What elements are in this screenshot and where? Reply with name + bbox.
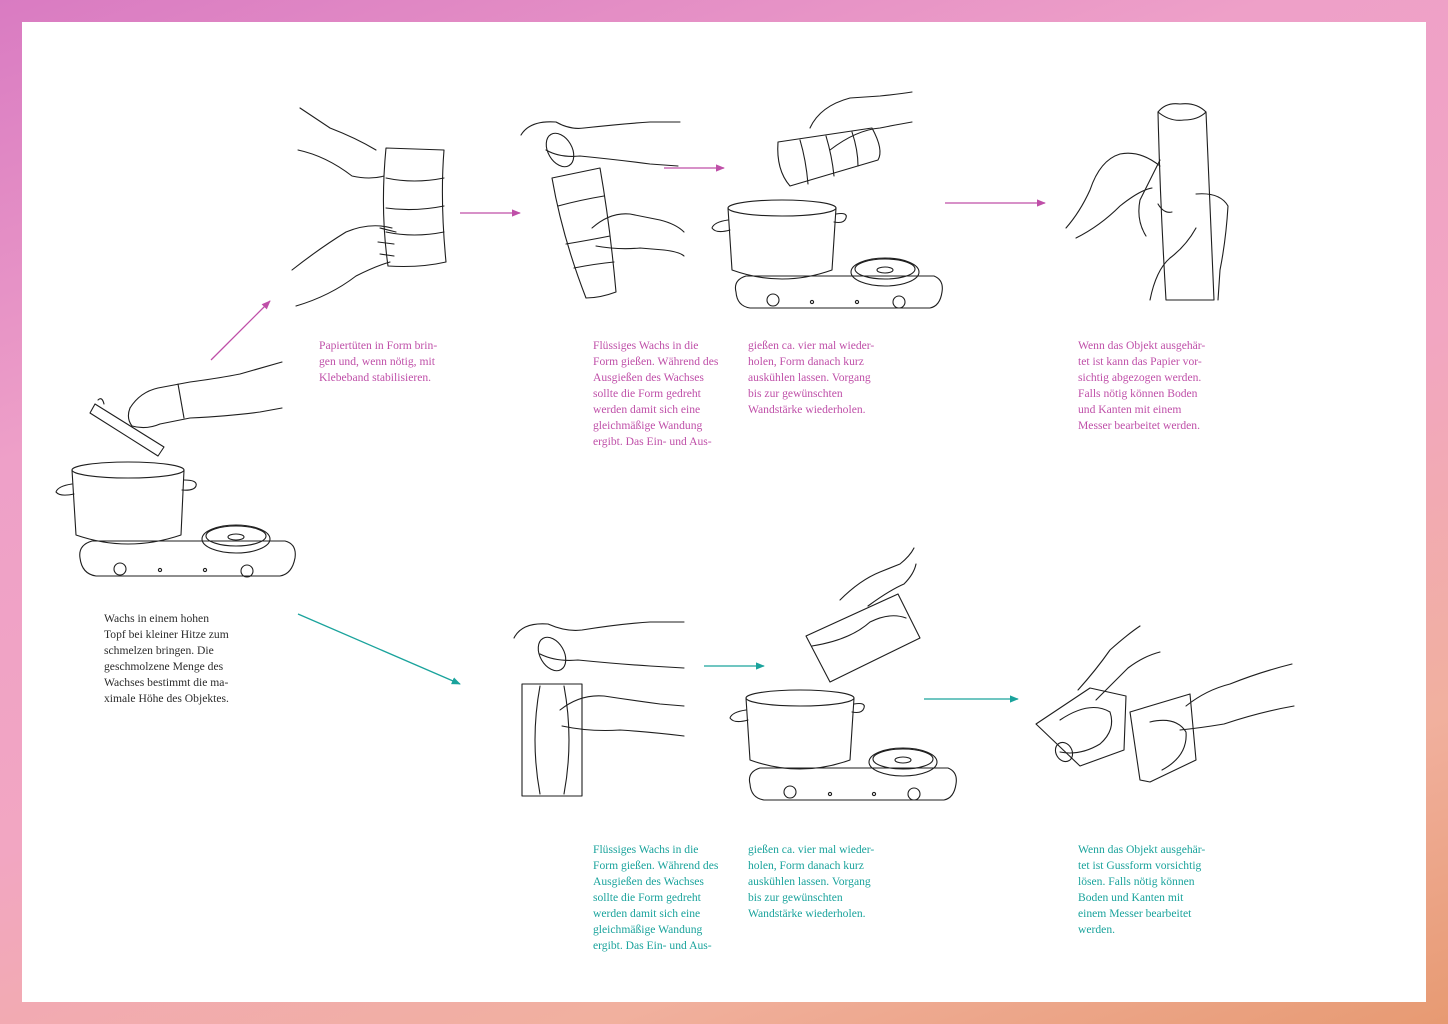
hands-peeling-paper-icon xyxy=(1066,104,1228,300)
text-line: Form gießen. Während des xyxy=(593,858,718,874)
text-line: Topf bei kleiner Hitze zum xyxy=(104,627,229,643)
text-line: Ausgießen des Wachses xyxy=(593,370,718,386)
text-line: Ausgießen des Wachses xyxy=(593,874,718,890)
text-line: einem Messer bearbeitet xyxy=(1078,906,1205,922)
text-line: gießen ca. vier mal wieder- xyxy=(748,842,874,858)
text-line: gleichmäßige Wandung xyxy=(593,922,718,938)
text-line: werden. xyxy=(1078,922,1205,938)
text-line: schmelzen bringen. Die xyxy=(104,643,229,659)
hands-pouring-wax-into-paper-mold-icon xyxy=(521,122,684,298)
text-line: ximale Höhe des Objektes. xyxy=(104,691,229,707)
text-line: Wenn das Objekt ausgehär- xyxy=(1078,842,1205,858)
text-line: bis zur gewünschten xyxy=(748,890,874,906)
text-line: Form gießen. Während des xyxy=(593,354,718,370)
text-line: Wandstärke wiederholen. xyxy=(748,402,874,418)
text-line: ergibt. Das Ein- und Aus- xyxy=(593,938,718,954)
top-step1-shape-paper-text: Papiertüten in Form brin- gen und, wenn … xyxy=(319,338,437,386)
text-line: Wachs in einem hohen xyxy=(104,611,229,627)
text-line: Falls nötig können Boden xyxy=(1078,386,1205,402)
text-line: auskühlen lassen. Vorgang xyxy=(748,370,874,386)
text-line: auskühlen lassen. Vorgang xyxy=(748,874,874,890)
text-line: Messer bearbeitet werden. xyxy=(1078,418,1205,434)
text-line: Wachses bestimmt die ma- xyxy=(104,675,229,691)
text-line: holen, Form danach kurz xyxy=(748,858,874,874)
text-line: gleichmäßige Wandung xyxy=(593,418,718,434)
bottom-step2-pour-text-part2: gießen ca. vier mal wieder- holen, Form … xyxy=(748,842,874,922)
text-line: ergibt. Das Ein- und Aus- xyxy=(593,434,718,450)
text-line: gen und, wenn nötig, mit xyxy=(319,354,437,370)
step-melt-wax-text: Wachs in einem hohen Topf bei kleiner Hi… xyxy=(104,611,229,707)
text-line: und Kanten mit einem xyxy=(1078,402,1205,418)
text-line: gießen ca. vier mal wieder- xyxy=(748,338,874,354)
hand-holding-wax-block-over-pot-icon xyxy=(56,362,295,577)
bottom-step3-release-mold-text: Wenn das Objekt ausgehär- tet ist Gussfo… xyxy=(1078,842,1205,938)
hands-opening-two-part-mold-icon xyxy=(1036,626,1294,782)
text-line: tet ist kann das Papier vor- xyxy=(1078,354,1205,370)
text-line: sollte die Form gedreht xyxy=(593,386,718,402)
hand-pouring-wax-from-mold-into-pot-icon xyxy=(730,548,956,800)
arrow-to-mold-method xyxy=(298,614,460,684)
text-line: Papiertüten in Form brin- xyxy=(319,338,437,354)
text-line: geschmolzene Menge des xyxy=(104,659,229,675)
top-step3-peel-text: Wenn das Objekt ausgehär- tet ist kann d… xyxy=(1078,338,1205,434)
text-line: Klebeband stabilisieren. xyxy=(319,370,437,386)
hand-pouring-wax-back-into-pot-icon xyxy=(712,92,942,308)
text-line: Boden und Kanten mit xyxy=(1078,890,1205,906)
text-line: sichtig abgezogen werden. xyxy=(1078,370,1205,386)
text-line: sollte die Form gedreht xyxy=(593,890,718,906)
text-line: Flüssiges Wachs in die xyxy=(593,338,718,354)
text-line: Flüssiges Wachs in die xyxy=(593,842,718,858)
text-line: bis zur gewünschten xyxy=(748,386,874,402)
bottom-step2-pour-text-part1: Flüssiges Wachs in die Form gießen. Währ… xyxy=(593,842,718,954)
text-line: Wenn das Objekt ausgehär- xyxy=(1078,338,1205,354)
hands-pouring-wax-into-rigid-mold-icon xyxy=(514,622,684,796)
arrow-to-paper-method xyxy=(211,301,270,360)
text-line: werden damit sich eine xyxy=(593,906,718,922)
hands-shaping-paper-bag-icon xyxy=(292,108,446,306)
text-line: tet ist Gussform vorsichtig xyxy=(1078,858,1205,874)
top-step2-pour-text-part2: gießen ca. vier mal wieder- holen, Form … xyxy=(748,338,874,418)
text-line: werden damit sich eine xyxy=(593,402,718,418)
text-line: Wandstärke wiederholen. xyxy=(748,906,874,922)
top-step2-pour-text-part1: Flüssiges Wachs in die Form gießen. Währ… xyxy=(593,338,718,450)
text-line: lösen. Falls nötig können xyxy=(1078,874,1205,890)
text-line: holen, Form danach kurz xyxy=(748,354,874,370)
